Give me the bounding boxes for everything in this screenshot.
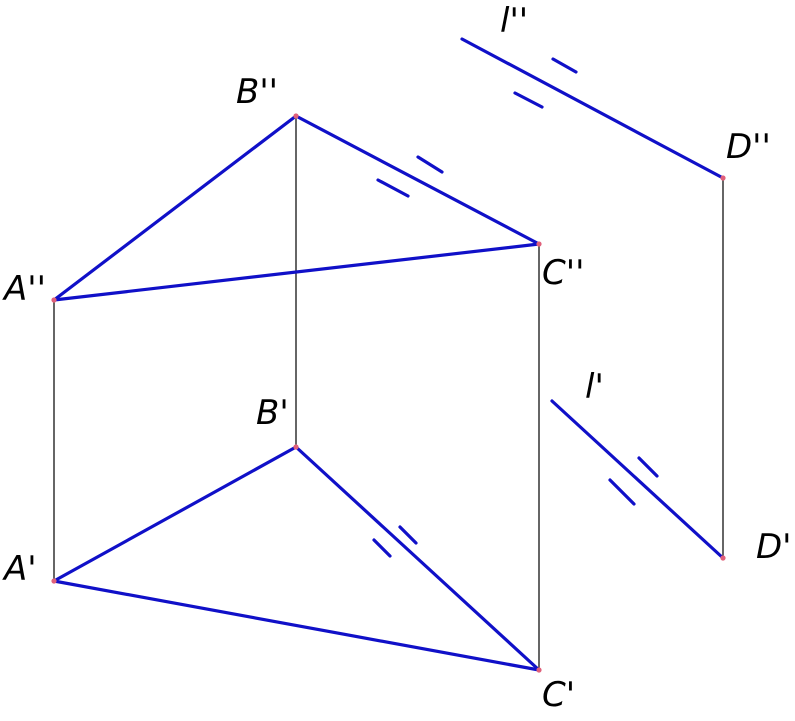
vertex-points	[51, 113, 726, 673]
point-c1	[536, 667, 542, 673]
label-l2: l''	[500, 1, 528, 41]
segment-a2-c2	[52, 242, 541, 302]
parallel-mark-l2-2	[513, 91, 544, 109]
point-c2	[536, 241, 542, 247]
parallel-mark-b2c2-1	[416, 155, 444, 174]
label-c2: C''	[542, 253, 584, 293]
parallel-mark-b2c2-2	[376, 178, 410, 198]
point-d2	[720, 175, 726, 181]
segment-a1-c1	[52, 579, 541, 672]
label-a1: A'	[2, 549, 37, 589]
label-d2: D''	[726, 127, 771, 167]
parallel-mark-b1c1-2	[372, 538, 392, 558]
label-d1: D'	[756, 527, 792, 567]
point-a1	[51, 578, 57, 584]
label-a2: A''	[2, 269, 46, 309]
label-l1: l'	[585, 367, 604, 407]
parallel-mark-l1-2	[608, 478, 636, 506]
frontal-projection	[52, 37, 725, 302]
line-l2	[460, 37, 725, 180]
segment-a1-b1	[52, 445, 298, 583]
point-b1	[293, 444, 299, 450]
label-b1: B'	[256, 393, 289, 433]
parallel-mark-l2-1	[551, 57, 578, 74]
projection-links	[53, 116, 724, 670]
point-b2	[293, 113, 299, 119]
horizontal-projection	[52, 399, 725, 672]
label-c1: C'	[542, 675, 575, 715]
segment-b2-c2	[294, 114, 541, 246]
line-l1	[550, 399, 725, 560]
segment-a2-b2	[52, 114, 298, 302]
segment-b1-c1	[294, 445, 541, 672]
parallel-mark-l1-1	[637, 456, 659, 478]
parallel-mark-b1c1-1	[398, 525, 418, 545]
label-b2: B''	[236, 72, 278, 112]
point-d1	[720, 555, 726, 561]
point-a2	[51, 297, 57, 303]
